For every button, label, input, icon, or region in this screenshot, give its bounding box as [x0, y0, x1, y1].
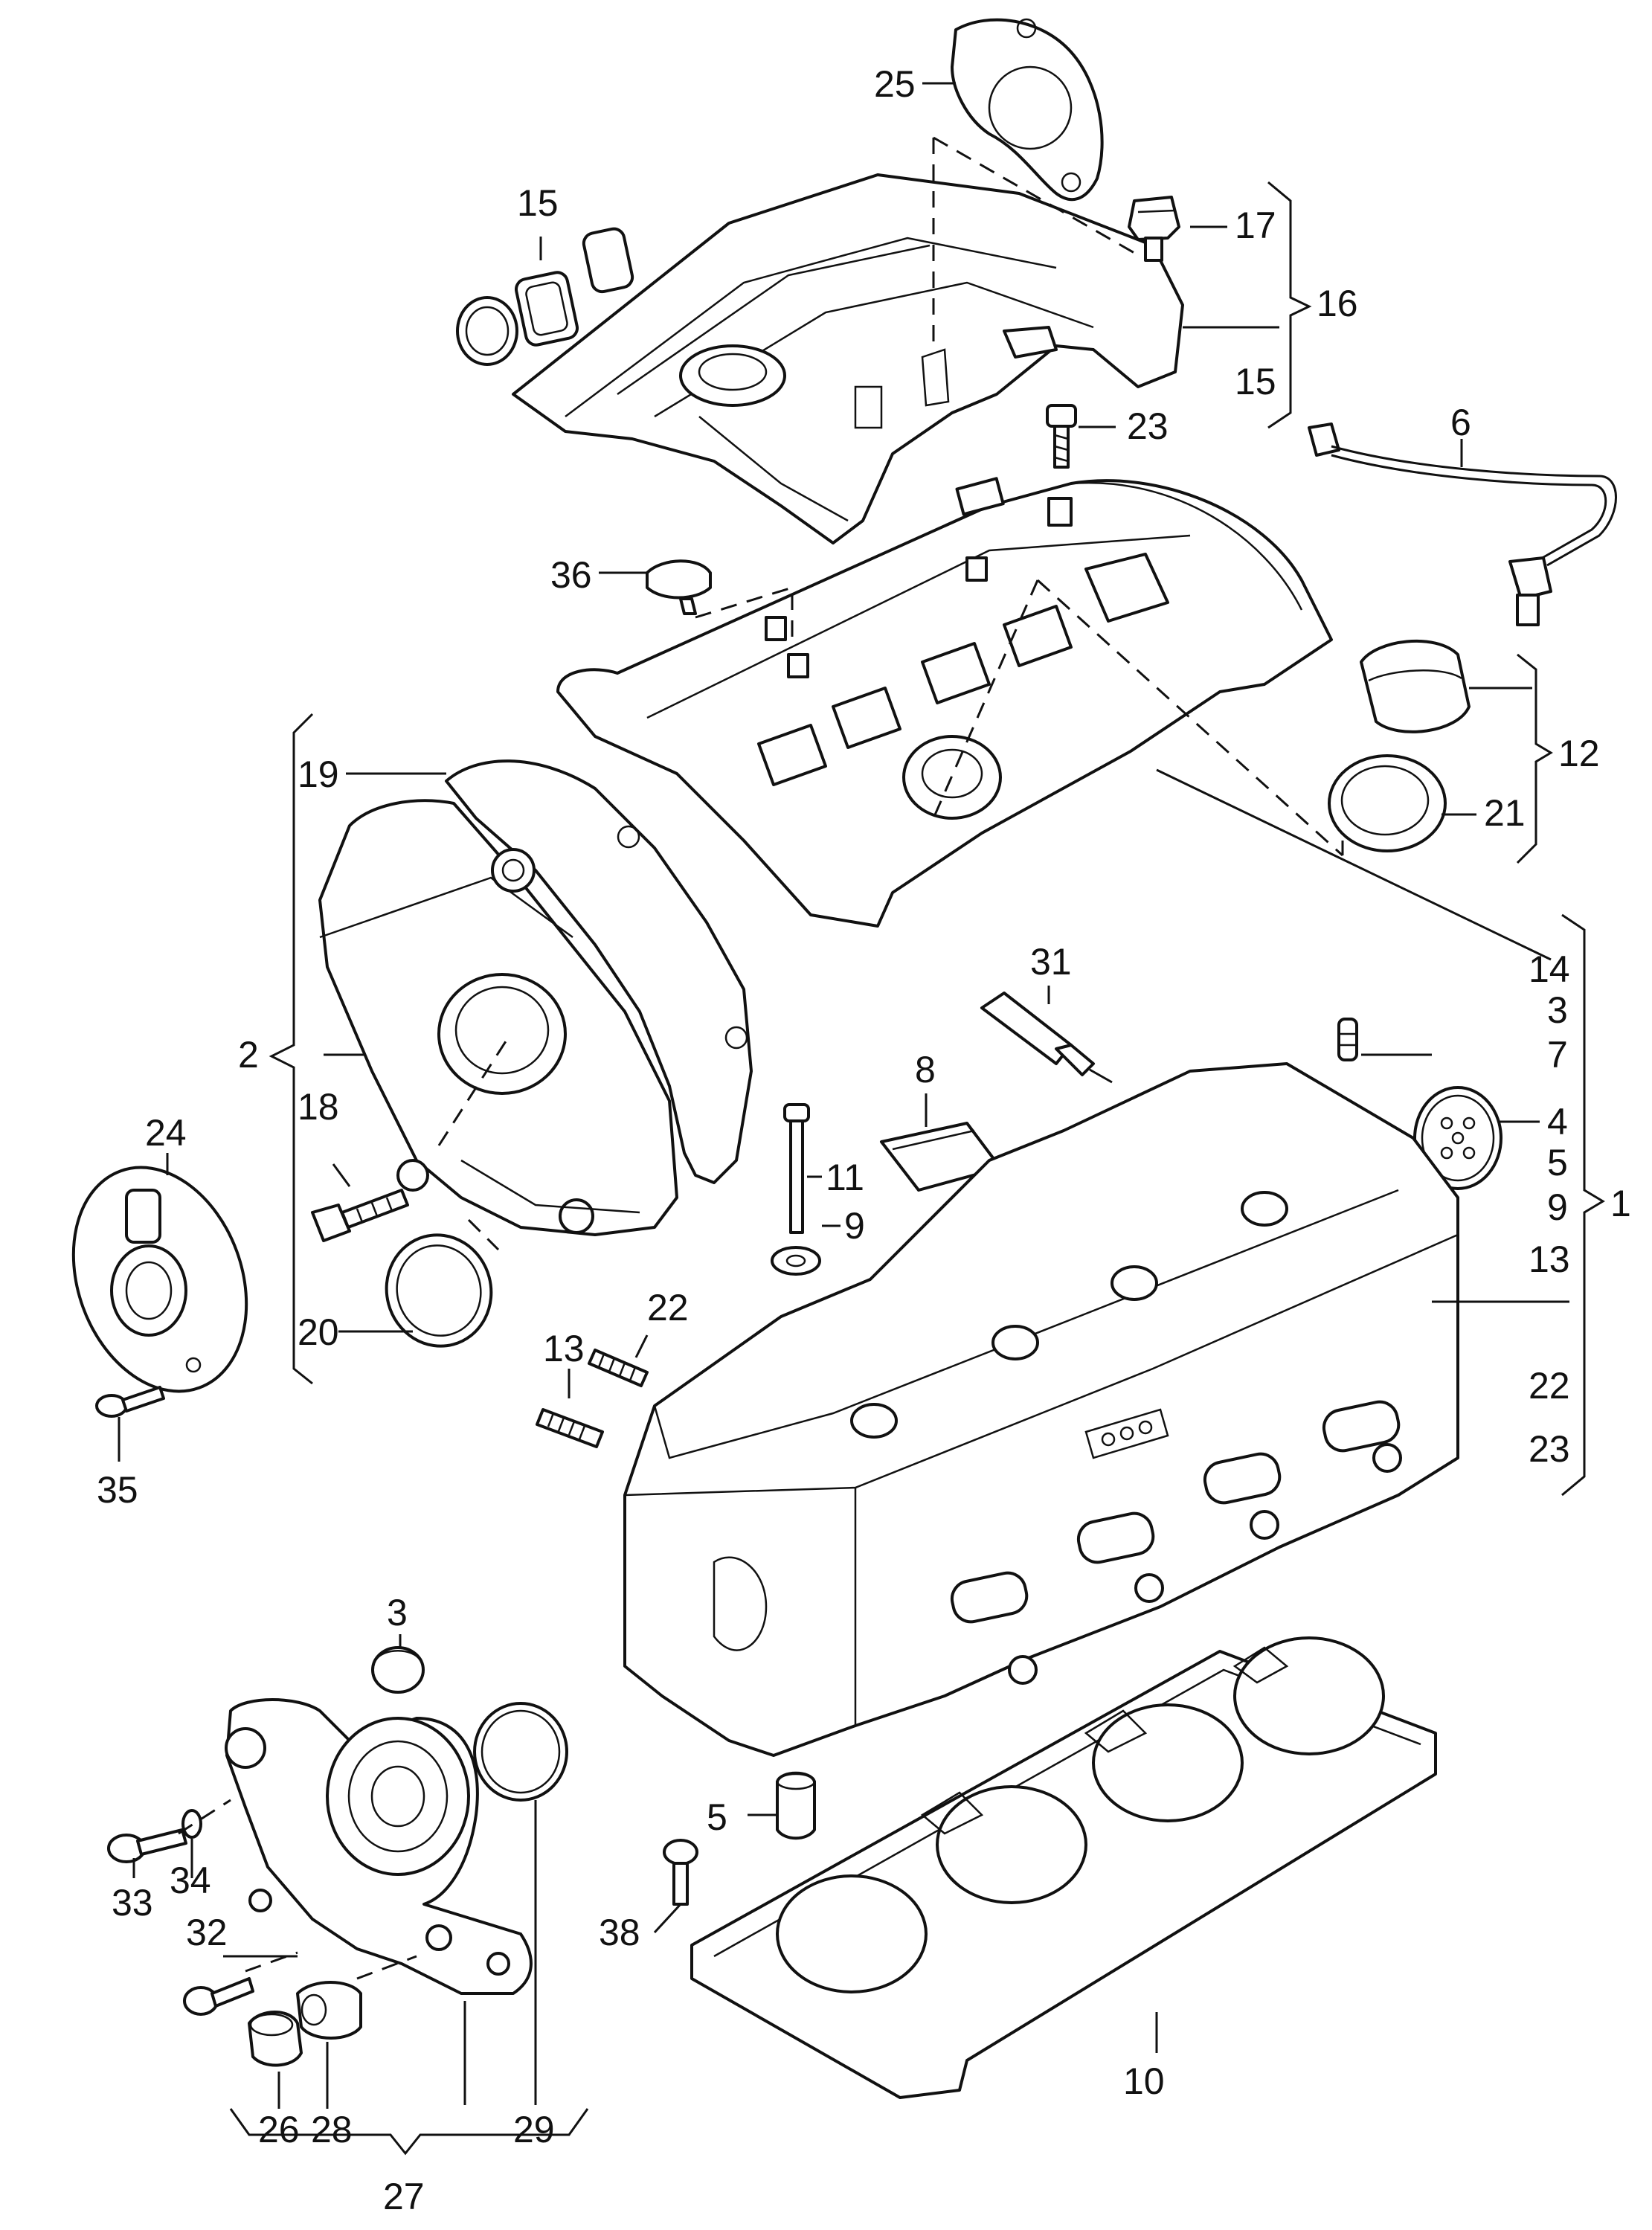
valve-cover-14 — [556, 477, 1333, 928]
engine-cover-16 — [512, 173, 1184, 544]
gasket-set-15 — [456, 227, 634, 366]
dowel-7 — [1337, 1018, 1358, 1061]
label-15-top: 15 — [517, 182, 559, 224]
stud-22 — [588, 1349, 649, 1387]
adjuster-24 — [71, 1166, 248, 1393]
pump-housing-27 — [225, 1698, 533, 1995]
label-1: 1 — [1610, 1183, 1631, 1224]
bolt-18 — [311, 1189, 409, 1242]
label-8: 8 — [915, 1049, 936, 1090]
part-8 — [880, 1122, 1002, 1192]
screw-33 — [107, 1828, 187, 1863]
part-5 — [776, 1771, 816, 1840]
seal-ring-20 — [385, 1233, 493, 1348]
braces — [229, 181, 1605, 2156]
washer-34 — [181, 1809, 202, 1839]
cylinder-head-1 — [623, 1062, 1459, 1757]
gasket-19 — [445, 759, 753, 1184]
label-7: 7 — [1547, 1034, 1568, 1076]
label-16: 16 — [1317, 283, 1358, 324]
seal-26 — [248, 2011, 303, 2067]
label-34: 34 — [170, 1860, 211, 1901]
label-3-right: 3 — [1547, 989, 1568, 1031]
label-5-right: 5 — [1547, 1142, 1568, 1183]
breather-hose-6 — [1308, 422, 1617, 626]
o-ring-29 — [473, 1702, 568, 1802]
label-11: 11 — [826, 1157, 864, 1198]
bolt-11 — [783, 1103, 810, 1234]
label-5-lower: 5 — [707, 1796, 727, 1838]
valve-17 — [1128, 196, 1180, 262]
label-27: 27 — [383, 2176, 425, 2217]
screw-38 — [663, 1839, 698, 1906]
cap-36 — [646, 559, 712, 615]
label-14: 14 — [1529, 948, 1570, 990]
label-33: 33 — [112, 1882, 153, 1924]
label-9-center: 9 — [844, 1205, 865, 1247]
label-32: 32 — [186, 1912, 228, 1953]
label-2: 2 — [238, 1034, 259, 1076]
label-21: 21 — [1484, 792, 1526, 834]
leader-lines — [118, 82, 1569, 2109]
label-4: 4 — [1547, 1101, 1568, 1143]
gasket-25 — [951, 18, 1104, 202]
label-20: 20 — [298, 1311, 339, 1353]
label-36: 36 — [550, 554, 592, 596]
label-19: 19 — [298, 753, 339, 795]
plug-3 — [371, 1646, 425, 1694]
label-13-right: 13 — [1529, 1238, 1570, 1280]
washer-9 — [771, 1246, 821, 1276]
screw-23 — [1046, 404, 1077, 469]
label-31: 31 — [1030, 941, 1072, 983]
label-26: 26 — [258, 2109, 300, 2150]
label-23-top: 23 — [1127, 405, 1169, 447]
label-9-right: 9 — [1547, 1186, 1568, 1228]
sprocket-4 — [1413, 1086, 1502, 1190]
label-25: 25 — [874, 63, 916, 105]
label-24: 24 — [145, 1112, 187, 1154]
label-18: 18 — [298, 1086, 339, 1128]
label-22-center: 22 — [647, 1287, 689, 1328]
oil-filler-cap-12 — [1360, 639, 1471, 733]
label-29: 29 — [513, 2109, 555, 2150]
label-6: 6 — [1450, 402, 1471, 443]
sealant-tube-31 — [980, 992, 1113, 1084]
label-10: 10 — [1123, 2060, 1165, 2102]
label-38: 38 — [599, 1912, 640, 1953]
label-3-lower: 3 — [387, 1592, 408, 1633]
label-23-right: 23 — [1529, 1428, 1570, 1470]
label-28: 28 — [311, 2109, 353, 2150]
label-13-center: 13 — [543, 1328, 585, 1369]
seal-28 — [296, 1981, 362, 2040]
label-35: 35 — [97, 1469, 138, 1511]
label-15-right: 15 — [1235, 361, 1276, 402]
screw-35 — [95, 1386, 165, 1418]
timing-cover-2 — [318, 799, 678, 1236]
label-22-right: 22 — [1529, 1365, 1570, 1407]
label-17: 17 — [1235, 205, 1276, 246]
screw-32 — [183, 1977, 254, 2016]
seal-ring-21 — [1328, 754, 1447, 852]
label-12: 12 — [1558, 733, 1600, 774]
head-gasket-10 — [690, 1636, 1437, 2099]
callout-labels: 25 15 17 16 15 23 6 36 12 21 19 14 3 31 … — [97, 63, 1631, 2217]
stud-13 — [536, 1408, 604, 1448]
